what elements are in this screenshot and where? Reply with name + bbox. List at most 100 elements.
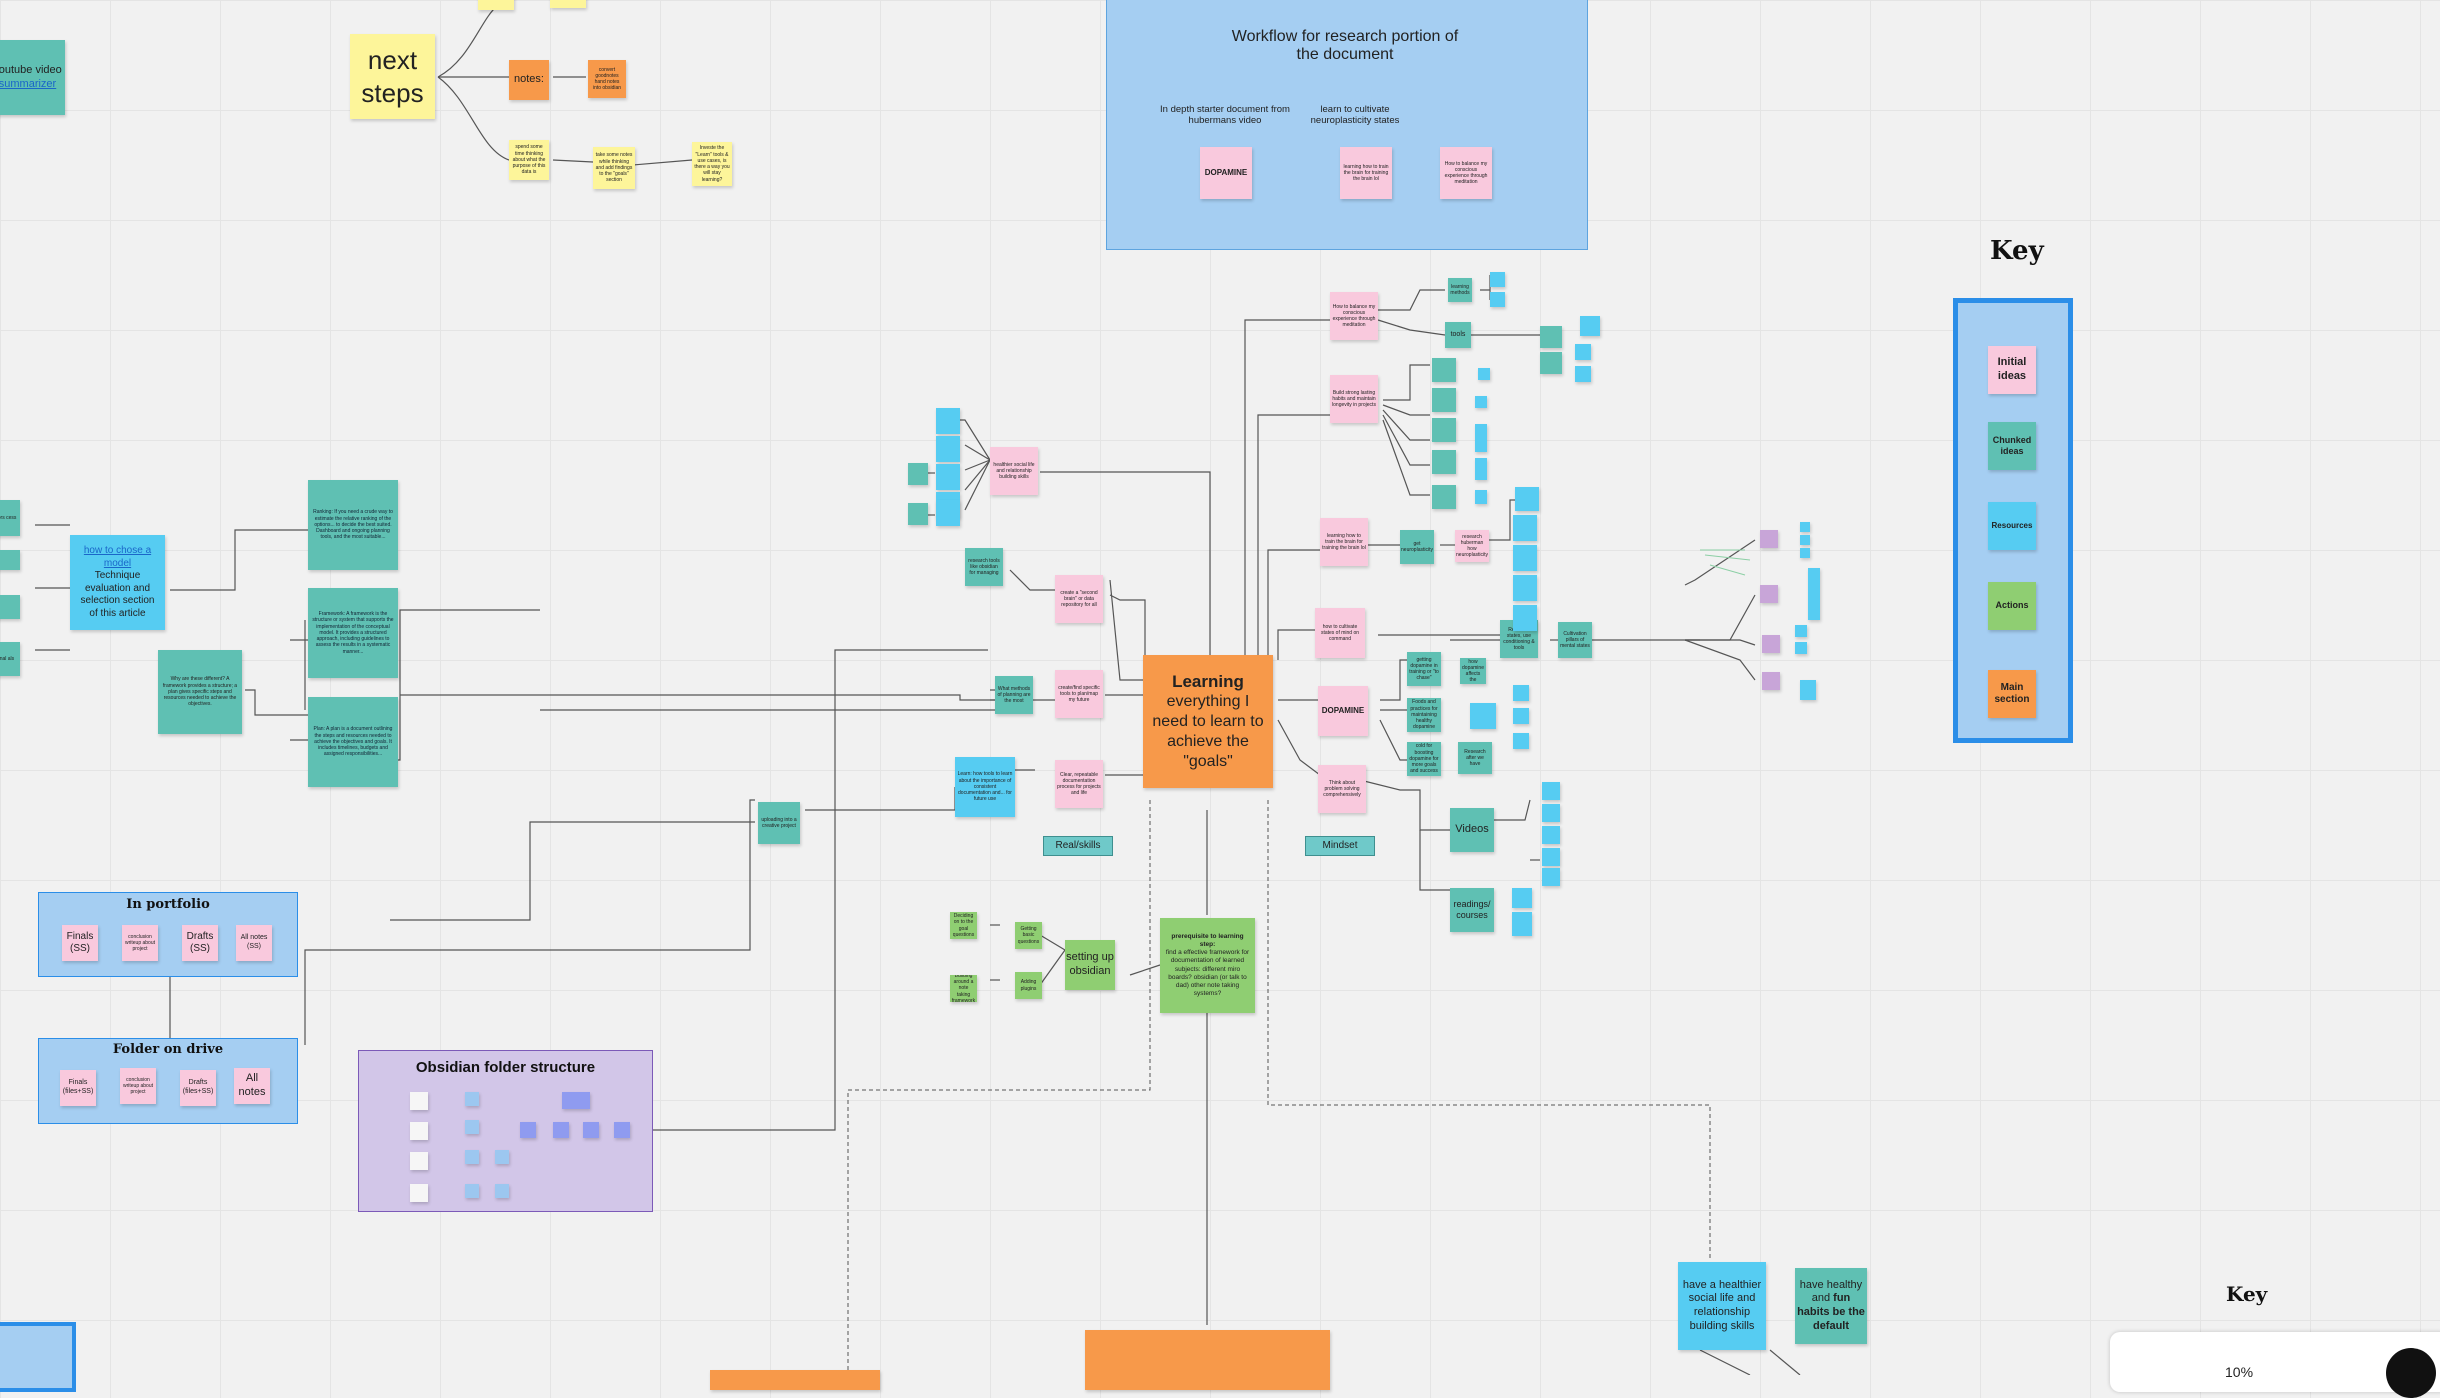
- resource-r8[interactable]: [1432, 358, 1456, 382]
- choose-model-note[interactable]: how to chose a model Technique evaluatio…: [70, 535, 165, 630]
- clear-repeatable-note[interactable]: Clear, repeatable documentation process …: [1055, 760, 1103, 808]
- portfolio-all-notes[interactable]: All notes (SS): [236, 925, 272, 961]
- learning-train-note[interactable]: learning how to train the brain for trai…: [1320, 518, 1368, 566]
- prerequisite-note[interactable]: prerequisite to learning step: find a ef…: [1160, 918, 1255, 1013]
- resource-r18[interactable]: [1515, 487, 1539, 511]
- resource-r1[interactable]: [1490, 272, 1505, 287]
- violet-res-3[interactable]: [1800, 548, 1810, 558]
- drive-finals[interactable]: Finals (files+SS): [60, 1070, 96, 1106]
- what-methods-note[interactable]: What methods of planning are the most: [995, 676, 1033, 714]
- model-link[interactable]: how to chose a model: [83, 545, 152, 569]
- obs-sub-3[interactable]: [465, 1150, 479, 1164]
- resource-r14[interactable]: [1475, 396, 1487, 408]
- resource-r26[interactable]: [1513, 733, 1529, 749]
- resource-r24[interactable]: [1513, 685, 1529, 701]
- drive-all-notes[interactable]: All notes: [234, 1068, 270, 1104]
- violet-res-5[interactable]: [1795, 625, 1807, 637]
- top-yellow-2[interactable]: [550, 0, 586, 8]
- resource-r30[interactable]: [1542, 848, 1560, 866]
- obs-node-3[interactable]: [583, 1122, 599, 1138]
- resource-r12[interactable]: [1432, 485, 1456, 509]
- obsidian-step-4[interactable]: Adding plugins: [1015, 972, 1042, 999]
- obs-node-2[interactable]: [553, 1122, 569, 1138]
- uploading-project-note[interactable]: uploading into a creative project: [758, 802, 800, 844]
- learn-tools-resource[interactable]: Learn: how tools to learn about the impo…: [955, 757, 1015, 817]
- obs-folder-2[interactable]: [410, 1122, 428, 1140]
- obs-sub-4[interactable]: [465, 1184, 479, 1198]
- resource-r33[interactable]: [1512, 912, 1532, 936]
- why-different-note[interactable]: Why are these different? A framework pro…: [158, 650, 242, 734]
- resource-r4[interactable]: [1540, 352, 1562, 374]
- help-button[interactable]: [2386, 1348, 2436, 1398]
- resource-h6[interactable]: [908, 463, 928, 485]
- resource-r31[interactable]: [1542, 868, 1560, 886]
- problem-solving-note[interactable]: Think about problem solving comprehensiv…: [1318, 765, 1366, 813]
- resource-h5[interactable]: [936, 500, 960, 526]
- obs-sub-2[interactable]: [465, 1120, 479, 1134]
- drive-writeup[interactable]: conclusion writeup about project: [120, 1068, 156, 1104]
- research-tools-note[interactable]: research tools like obsidian for managin…: [965, 548, 1003, 586]
- dopamine-foods-note[interactable]: Foods and practices for maintaining heal…: [1407, 698, 1441, 732]
- healthier-social-bottom-note[interactable]: have a healthier social life and relatio…: [1678, 1262, 1766, 1350]
- notes-child-note[interactable]: convert goodnotes hand notes into obsidi…: [588, 60, 626, 98]
- resource-r10[interactable]: [1432, 418, 1456, 442]
- violet-res-2[interactable]: [1800, 535, 1810, 545]
- resource-r16[interactable]: [1475, 458, 1487, 480]
- healthier-social-note[interactable]: healthier social life and relationship b…: [990, 447, 1038, 495]
- getting-dopamine-note[interactable]: getting dopamine in training or "to chas…: [1407, 652, 1441, 686]
- research-huberman-note[interactable]: research huberman how neuroplasticity: [1455, 530, 1489, 562]
- resource-h1[interactable]: [936, 408, 960, 434]
- fun-habits-note[interactable]: have healthy and fun habits be the defau…: [1795, 1268, 1867, 1344]
- obsidian-step-2[interactable]: Getting basic questions: [1015, 922, 1042, 949]
- bottom-left-frame[interactable]: [0, 1322, 76, 1392]
- learn-path-note[interactable]: Investe the "Learn" tools & use cases, i…: [692, 142, 732, 186]
- spend-time-note[interactable]: spend some time thinking about what the …: [509, 140, 549, 180]
- violet-node-2[interactable]: [1760, 585, 1778, 603]
- plan-note[interactable]: Plan: A plan is a document outlining the…: [308, 697, 398, 787]
- youtube-link[interactable]: summarizer: [0, 77, 57, 90]
- second-brain-note[interactable]: create a "second brain" or data reposito…: [1055, 575, 1103, 623]
- cold-dopamine-note[interactable]: cold for boosting dopamine for more goal…: [1407, 742, 1441, 776]
- framework-note[interactable]: Framework: A framework is the structure …: [308, 588, 398, 678]
- obsidian-step-3[interactable]: Building around a note taking framework: [950, 975, 977, 1002]
- resource-r9[interactable]: [1432, 388, 1456, 412]
- violet-node-3[interactable]: [1762, 635, 1780, 653]
- bottom-main-note[interactable]: [1085, 1330, 1330, 1390]
- resource-h2[interactable]: [936, 436, 960, 462]
- left-edge-note-2[interactable]: [0, 550, 20, 570]
- resource-r7[interactable]: [1575, 366, 1591, 382]
- main-learning-note[interactable]: Learning everything I need to learn to a…: [1143, 655, 1273, 788]
- resource-r27[interactable]: [1542, 782, 1560, 800]
- after-research-note[interactable]: Research after we have: [1458, 742, 1492, 774]
- violet-res-4[interactable]: [1808, 568, 1820, 620]
- obs-folder-1[interactable]: [410, 1092, 428, 1110]
- left-edge-note-4[interactable]: ional als: [0, 642, 20, 676]
- resource-h7[interactable]: [908, 503, 928, 525]
- resource-r29[interactable]: [1542, 826, 1560, 844]
- resource-r6[interactable]: [1575, 344, 1591, 360]
- workflow-frame[interactable]: [1106, 0, 1588, 250]
- resource-r28[interactable]: [1542, 804, 1560, 822]
- ranking-note[interactable]: Ranking: If you need a crude way to esti…: [308, 480, 398, 570]
- tools-note[interactable]: tools: [1445, 322, 1471, 348]
- violet-node-4[interactable]: [1762, 672, 1780, 690]
- resource-r2[interactable]: [1490, 292, 1505, 307]
- setting-up-obsidian-note[interactable]: setting up obsidian: [1065, 940, 1115, 990]
- dopamine-note[interactable]: DOPAMINE: [1318, 686, 1368, 736]
- workflow-train-note[interactable]: learning how to train the brain for trai…: [1340, 147, 1392, 199]
- violet-res-7[interactable]: [1800, 680, 1816, 700]
- notes-note[interactable]: notes:: [509, 60, 549, 100]
- next-steps-note[interactable]: next steps: [350, 34, 435, 119]
- left-edge-note-3[interactable]: [0, 595, 20, 619]
- resource-r23[interactable]: [1470, 703, 1496, 729]
- resource-r22[interactable]: [1513, 605, 1537, 631]
- resource-r13[interactable]: [1478, 368, 1490, 380]
- obs-sub-6[interactable]: [495, 1184, 509, 1198]
- workflow-balance-note[interactable]: How to balance my conscious experience t…: [1440, 147, 1492, 199]
- readings-courses-note[interactable]: readings/ courses: [1450, 888, 1494, 932]
- resource-r17[interactable]: [1475, 490, 1487, 504]
- bottom-left-orange[interactable]: [710, 1370, 880, 1390]
- violet-res-1[interactable]: [1800, 522, 1810, 532]
- resource-r15[interactable]: [1475, 424, 1487, 452]
- violet-node-1[interactable]: [1760, 530, 1778, 548]
